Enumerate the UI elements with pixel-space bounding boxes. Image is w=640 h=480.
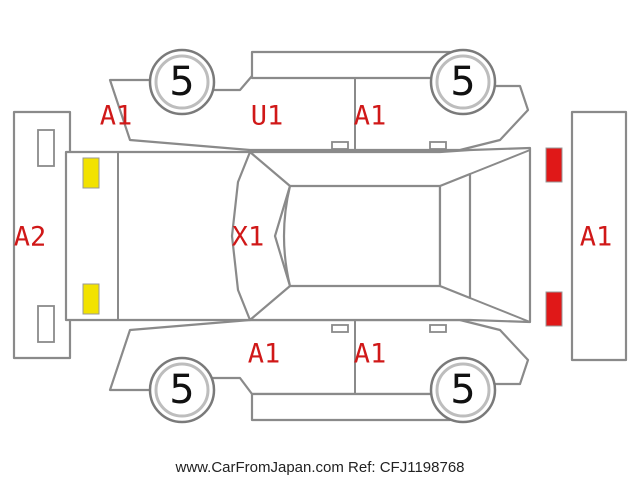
front-light-bottom: [82, 283, 100, 315]
damage-code-rear-bumper: A1: [580, 222, 613, 253]
left-rear-handle: [429, 141, 447, 150]
damage-code-rear-left-door: A1: [354, 101, 387, 132]
wheel-top-left: 5: [148, 48, 216, 116]
damage-code-front-right-door: A1: [248, 339, 281, 370]
damage-code-front-left: A1: [100, 101, 133, 132]
wheel-bottom-left-grade: 5: [169, 367, 194, 413]
wheel-top-right-grade: 5: [450, 59, 475, 105]
front-bumper: [12, 110, 72, 360]
right-front-handle: [331, 324, 349, 333]
wheel-top-left-grade: 5: [169, 59, 194, 105]
windshield: [230, 150, 292, 322]
left-front-handle: [331, 141, 349, 150]
rear-window: [438, 172, 472, 300]
right-roof-rail: [250, 392, 452, 422]
damage-code-roof-left: U1: [251, 101, 284, 132]
rear-light-top: [545, 147, 563, 183]
rear-bumper: [570, 110, 628, 362]
rear-edge-bottom: [469, 297, 531, 323]
damage-code-front-bumper: A2: [14, 222, 47, 253]
rear-edge-top: [469, 149, 531, 175]
front-bumper-tab-bottom: [37, 305, 55, 343]
front-bumper-tab-top: [37, 129, 55, 167]
rear-light-bottom: [545, 291, 563, 327]
front-light-top: [82, 157, 100, 189]
wheel-bottom-right: 5: [429, 356, 497, 424]
roof-panel: [282, 184, 442, 288]
wheel-bottom-right-grade: 5: [450, 367, 475, 413]
left-roof-rail: [250, 50, 452, 80]
damage-code-rear-right-door: A1: [354, 339, 387, 370]
damage-code-hood: X1: [232, 222, 265, 253]
watermark-text: www.CarFromJapan.com Ref: CFJ1198768: [175, 459, 465, 476]
wheel-bottom-left: 5: [148, 356, 216, 424]
wheel-top-right: 5: [429, 48, 497, 116]
right-rear-handle: [429, 324, 447, 333]
